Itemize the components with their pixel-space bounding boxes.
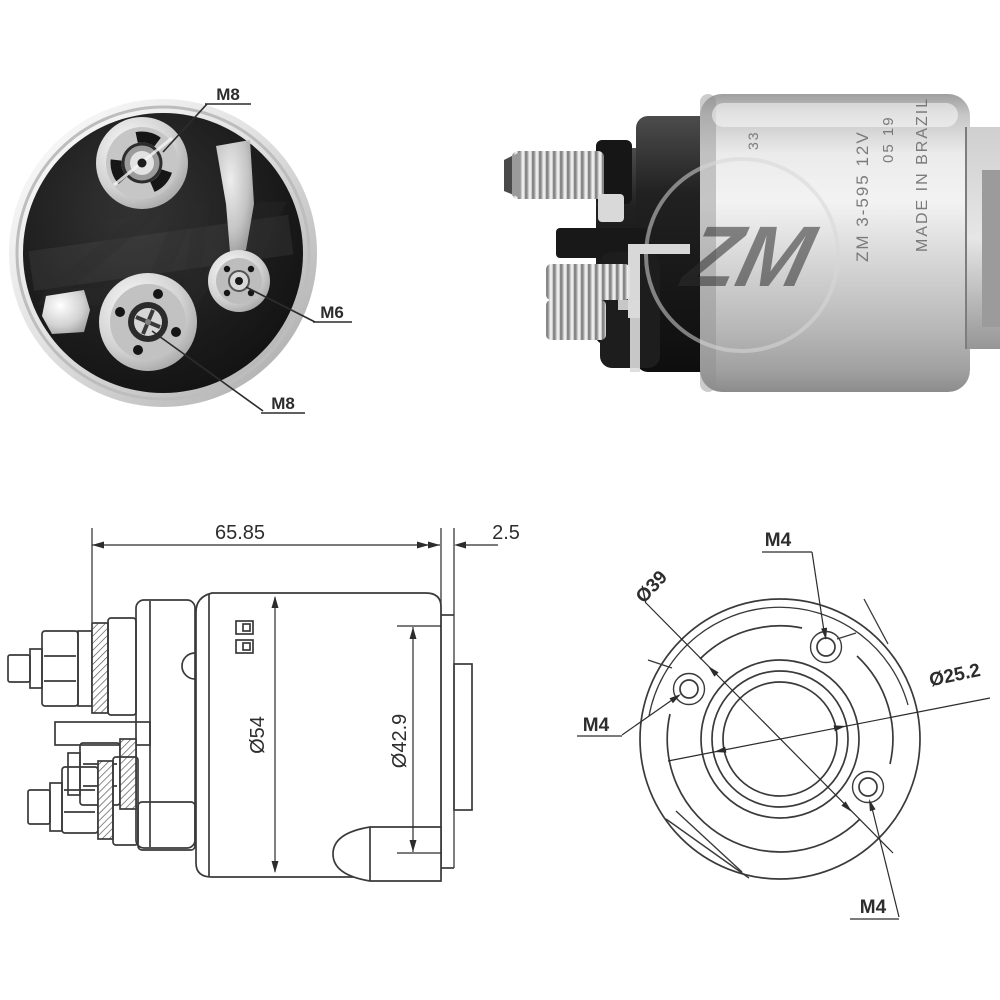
terminal-m6 <box>208 250 270 312</box>
label-hole-left-m4: M4 <box>583 715 610 736</box>
side-drawing-arrows <box>92 541 466 873</box>
terminal-m8-top <box>96 117 188 209</box>
side-view-photo: ZM ZM 3-595 12V 05 19 MADE IN BRAZIL 33 <box>504 94 1000 392</box>
terminal-blade <box>556 228 648 258</box>
stamp-part-number: ZM 3-595 12V <box>853 130 872 262</box>
side-technical-drawing <box>7 528 473 882</box>
flange-technical-drawing <box>639 598 921 880</box>
stud-top <box>512 151 604 199</box>
dim-flange-diameter: Ø42.9 <box>389 714 411 768</box>
dim-overall-length: 65.85 <box>215 522 265 544</box>
dim-center-bore: Ø25.2 <box>927 660 982 691</box>
stamp-code-33: 33 <box>745 130 761 150</box>
label-hole-top-m4: M4 <box>765 530 792 551</box>
stamp-origin: MADE IN BRAZIL <box>914 97 931 252</box>
label-terminal-right-m6: M6 <box>320 303 344 322</box>
stud-middle <box>546 264 630 300</box>
solenoid-cylinder <box>700 94 970 392</box>
zm-watermark-sideview: ZM <box>644 157 840 353</box>
left-rivet-tab <box>42 290 90 334</box>
flange-drawing-arrows <box>669 627 876 812</box>
stamp-date-code: 05 19 <box>880 115 897 163</box>
terminal-m8-bottom <box>99 273 197 371</box>
end-view-callouts <box>151 103 352 414</box>
dim-flange-thickness: 2.5 <box>492 522 520 544</box>
zm-watermark-text-2: ZM <box>672 208 825 305</box>
dim-body-diameter: Ø54 <box>247 716 269 754</box>
side-drawing-dimensions <box>91 528 498 872</box>
dim-bolt-circle: Ø39 <box>632 567 672 608</box>
end-view-photo: ZM <box>9 99 317 407</box>
label-terminal-top-m8: M8 <box>216 85 240 104</box>
stud-lower <box>546 300 606 340</box>
label-hole-bottom-m4: M4 <box>860 897 887 918</box>
label-terminal-bottom-m8: M8 <box>271 394 295 413</box>
terminal-strap <box>216 140 254 252</box>
